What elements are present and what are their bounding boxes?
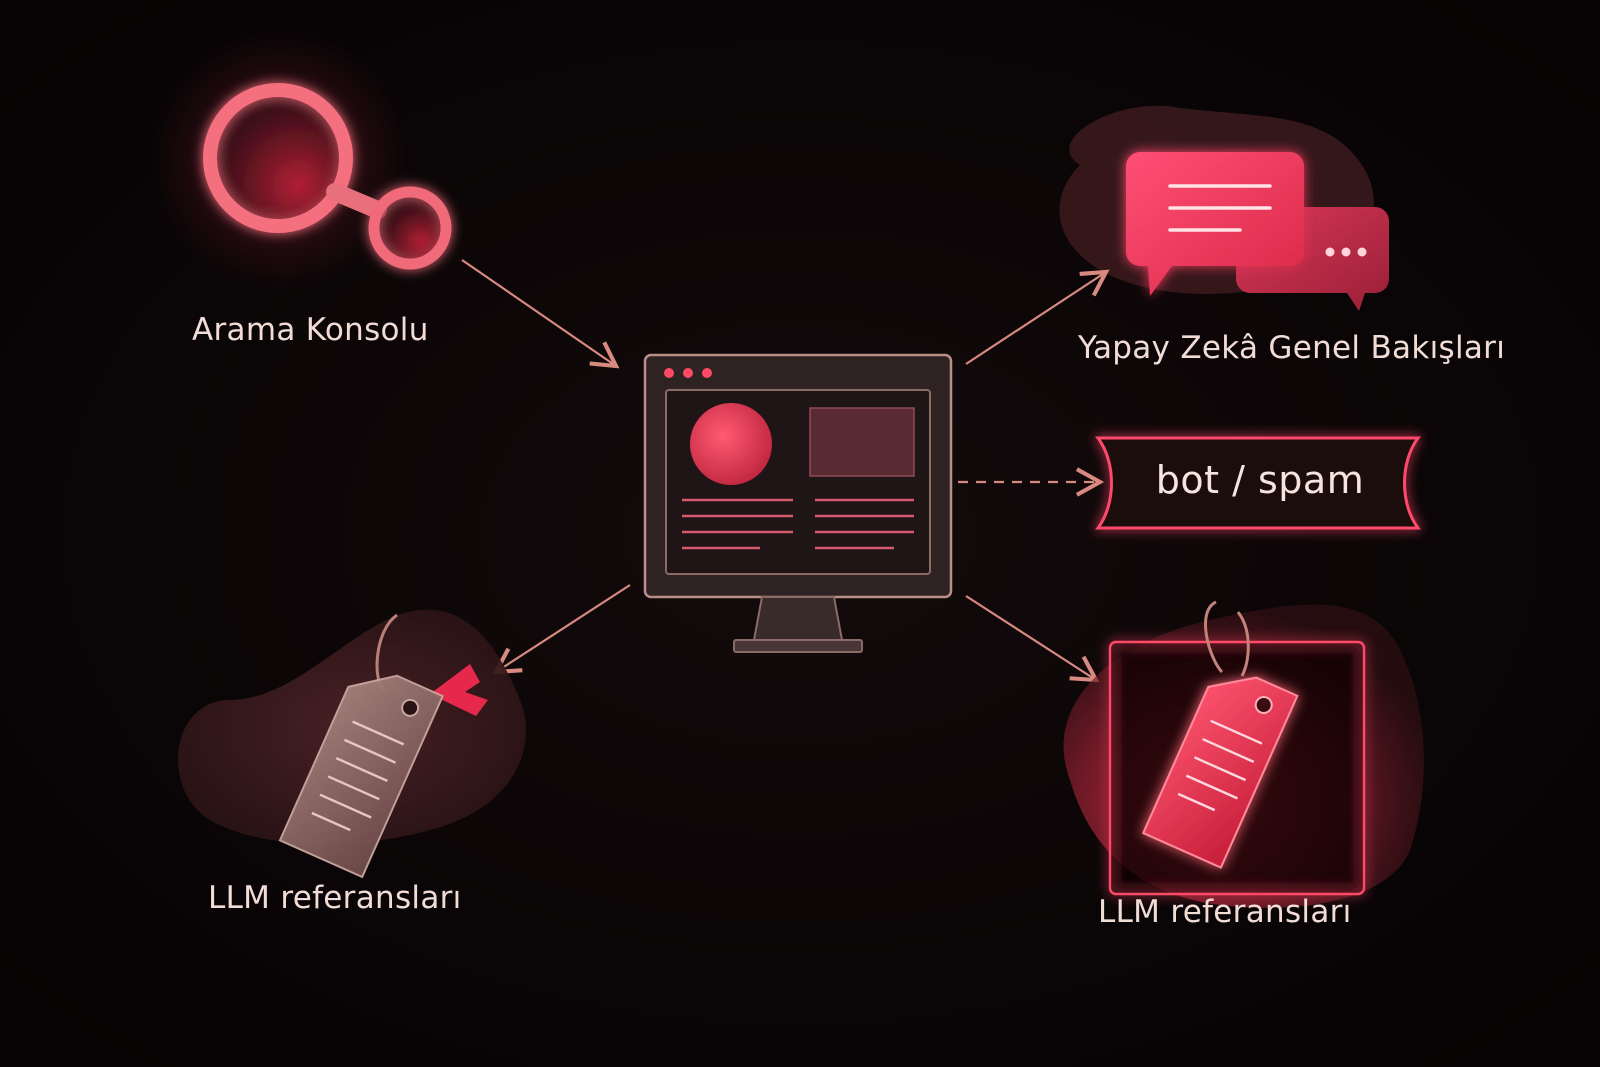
arrow-monitor-to-ai [965,269,1110,365]
bot-spam-label: bot / spam [1155,458,1365,502]
llm-references-right-label: LLM referansları [1098,894,1352,930]
magnifier-icon [150,30,452,290]
arrow-monitor-to-llm-right [965,595,1100,683]
arrow-search-to-monitor [461,259,620,369]
chat-bubbles-icon [1059,105,1389,311]
llm-references-left-label: LLM referansları [208,880,462,916]
tag-icon-left [177,609,527,879]
connector-arrows [461,259,1110,683]
tag-icon-right [1063,600,1424,908]
monitor-icon [643,353,953,653]
search-console-label: Arama Konsolu [192,312,429,348]
bot-spam-badge [1095,436,1421,530]
ai-overviews-label: Yapay Zekâ Genel Bakışları [1078,330,1506,366]
arrow-monitor-to-llm-left [492,584,631,675]
